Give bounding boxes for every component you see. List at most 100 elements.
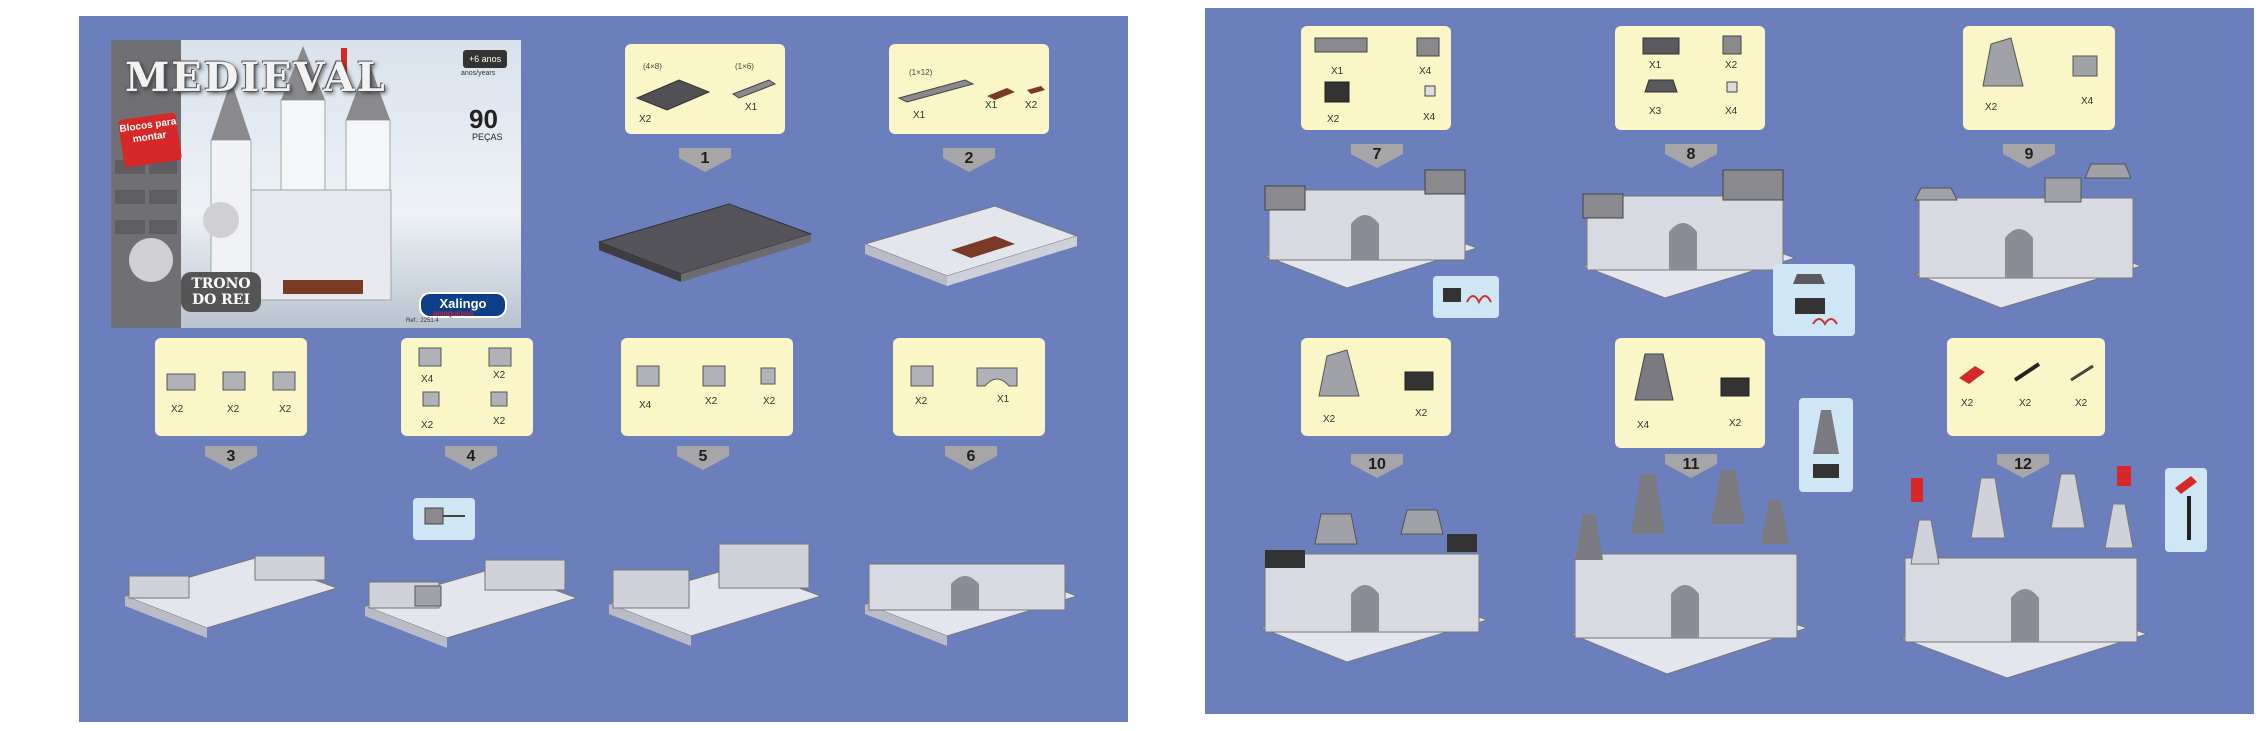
part-quantity: X2 bbox=[1327, 114, 1340, 125]
part-quantity: X2 bbox=[421, 420, 434, 431]
part-quantity: X1 bbox=[745, 102, 758, 113]
detail-inset-step-8 bbox=[1773, 264, 1855, 336]
bricks-icons bbox=[418, 347, 512, 407]
part-quantity: X2 bbox=[639, 114, 652, 125]
part-quantity: X2 bbox=[1961, 398, 1974, 409]
step-number-4: 4 bbox=[445, 446, 497, 470]
parts-panel-step-10: X2 X2 bbox=[1301, 338, 1451, 436]
bricks-icons bbox=[910, 365, 1018, 387]
step-6-model bbox=[863, 563, 1079, 646]
part-quantity: X2 bbox=[705, 396, 718, 407]
parts-panel-step-11: X4 X2 bbox=[1615, 338, 1765, 448]
piece-count-label: PEÇAS bbox=[472, 132, 503, 142]
bricks-icons bbox=[1314, 37, 1440, 103]
step-number-3: 3 bbox=[205, 446, 257, 470]
step-number-11: 11 bbox=[1665, 454, 1717, 478]
part-quantity: X2 bbox=[2075, 398, 2088, 409]
bricks-icons bbox=[636, 365, 776, 387]
brand-sublabel: BRINQUEDOS bbox=[433, 312, 474, 318]
parts-panel-step-12: X2 X2 X2 bbox=[1947, 338, 2105, 436]
parts-panel-step-9: X2 X4 bbox=[1963, 26, 2115, 130]
bricks-icons bbox=[1634, 353, 1750, 401]
bricks-icons bbox=[1318, 349, 1434, 397]
bricks-icons bbox=[166, 371, 296, 391]
step-5-model bbox=[607, 543, 823, 646]
reference-code: Ref.: 2251.4 bbox=[406, 318, 439, 324]
step-number-6: 6 bbox=[945, 446, 997, 470]
part-quantity: X4 bbox=[1637, 420, 1650, 431]
step-7-model bbox=[1263, 169, 1479, 289]
cover-logo: MEDIEVAL bbox=[125, 54, 387, 101]
detail-inset-step-11 bbox=[1799, 398, 1853, 492]
castle-illustration bbox=[111, 40, 392, 328]
part-quantity: X4 bbox=[639, 400, 652, 411]
part-quantity: X4 bbox=[1419, 66, 1432, 77]
plate-1x6-icon bbox=[731, 79, 777, 99]
step-10-model bbox=[1259, 509, 1489, 663]
parts-panel-step-4: X4 X2 X2 X2 bbox=[401, 338, 533, 436]
step-8-model bbox=[1581, 169, 1797, 299]
detail-inset-step-12 bbox=[2165, 468, 2207, 552]
part-quantity: X3 bbox=[1649, 106, 1662, 117]
part-quantity: X2 bbox=[2019, 398, 2032, 409]
part-quantity: X2 bbox=[493, 370, 506, 381]
part-quantity: X4 bbox=[1423, 112, 1436, 123]
parts-icons bbox=[897, 79, 1045, 103]
part-quantity: X1 bbox=[985, 100, 998, 111]
parts-panel-step-1: (4×8) (1×6) X2 X1 bbox=[625, 44, 785, 134]
blocks-badge: Blocos para montar bbox=[117, 112, 183, 168]
step-number-5: 5 bbox=[677, 446, 729, 470]
part-dimension: (1×6) bbox=[735, 62, 754, 71]
accessory-icons bbox=[1959, 362, 2094, 384]
part-quantity: X2 bbox=[493, 416, 506, 427]
step-3-model bbox=[123, 555, 339, 638]
step-12-model bbox=[1899, 466, 2149, 679]
part-quantity: X2 bbox=[1729, 418, 1742, 429]
part-quantity: X4 bbox=[2081, 96, 2094, 107]
part-quantity: X2 bbox=[1725, 60, 1738, 71]
part-dimension: (4×8) bbox=[643, 62, 662, 71]
step-2-model bbox=[863, 205, 1079, 286]
part-quantity: X2 bbox=[915, 396, 928, 407]
step-1-model bbox=[597, 203, 813, 282]
step-number-2: 2 bbox=[943, 148, 995, 172]
bricks-icons bbox=[1642, 35, 1742, 93]
brand-logo: Xalingo bbox=[419, 292, 507, 318]
step-9-model bbox=[1913, 163, 2143, 309]
step-number-12: 12 bbox=[1997, 454, 2049, 478]
part-quantity: X2 bbox=[279, 404, 292, 415]
part-quantity: X4 bbox=[421, 374, 434, 385]
part-dimension: (1×12) bbox=[909, 68, 933, 77]
step-4-model bbox=[363, 559, 579, 648]
part-quantity: X2 bbox=[763, 396, 776, 407]
step-number-10: 10 bbox=[1351, 454, 1403, 478]
bricks-icons bbox=[1982, 37, 2098, 87]
cover-title-line1: TRONO bbox=[191, 276, 251, 292]
part-quantity: X1 bbox=[1331, 66, 1344, 77]
parts-panel-step-8: X1 X2 X3 X4 bbox=[1615, 26, 1765, 130]
part-quantity: X1 bbox=[1649, 60, 1662, 71]
instruction-page-right: X1 X4 X2 X4 7 X1 X2 X3 X4 8 bbox=[1205, 8, 2254, 714]
parts-panel-step-2: (1×12) X1 X1 X2 bbox=[889, 44, 1049, 134]
part-quantity: X1 bbox=[997, 394, 1010, 405]
part-quantity: X2 bbox=[1323, 414, 1336, 425]
piece-count: 90 bbox=[469, 104, 498, 134]
part-quantity: X2 bbox=[171, 404, 184, 415]
step-number-1: 1 bbox=[679, 148, 731, 172]
step-number-9: 9 bbox=[2003, 144, 2055, 168]
part-quantity: X2 bbox=[1985, 102, 1998, 113]
instruction-page-left: MEDIEVAL +6 anos anos/years 90 PEÇAS Blo… bbox=[79, 16, 1128, 722]
step-number-7: 7 bbox=[1351, 144, 1403, 168]
part-quantity: X1 bbox=[913, 110, 926, 121]
age-label: +6 anos bbox=[463, 50, 507, 68]
age-sublabel: anos/years bbox=[461, 70, 496, 77]
part-quantity: X4 bbox=[1725, 106, 1738, 117]
part-quantity: X2 bbox=[1025, 100, 1038, 111]
cover-title: TRONO DO REI bbox=[181, 272, 261, 312]
detail-inset-step-4 bbox=[413, 498, 475, 540]
parts-panel-step-6: X2 X1 bbox=[893, 338, 1045, 436]
plate-4x8-icon bbox=[635, 79, 711, 111]
parts-panel-step-3: X2 X2 X2 bbox=[155, 338, 307, 436]
step-number-8: 8 bbox=[1665, 144, 1717, 168]
part-quantity: X2 bbox=[227, 404, 240, 415]
